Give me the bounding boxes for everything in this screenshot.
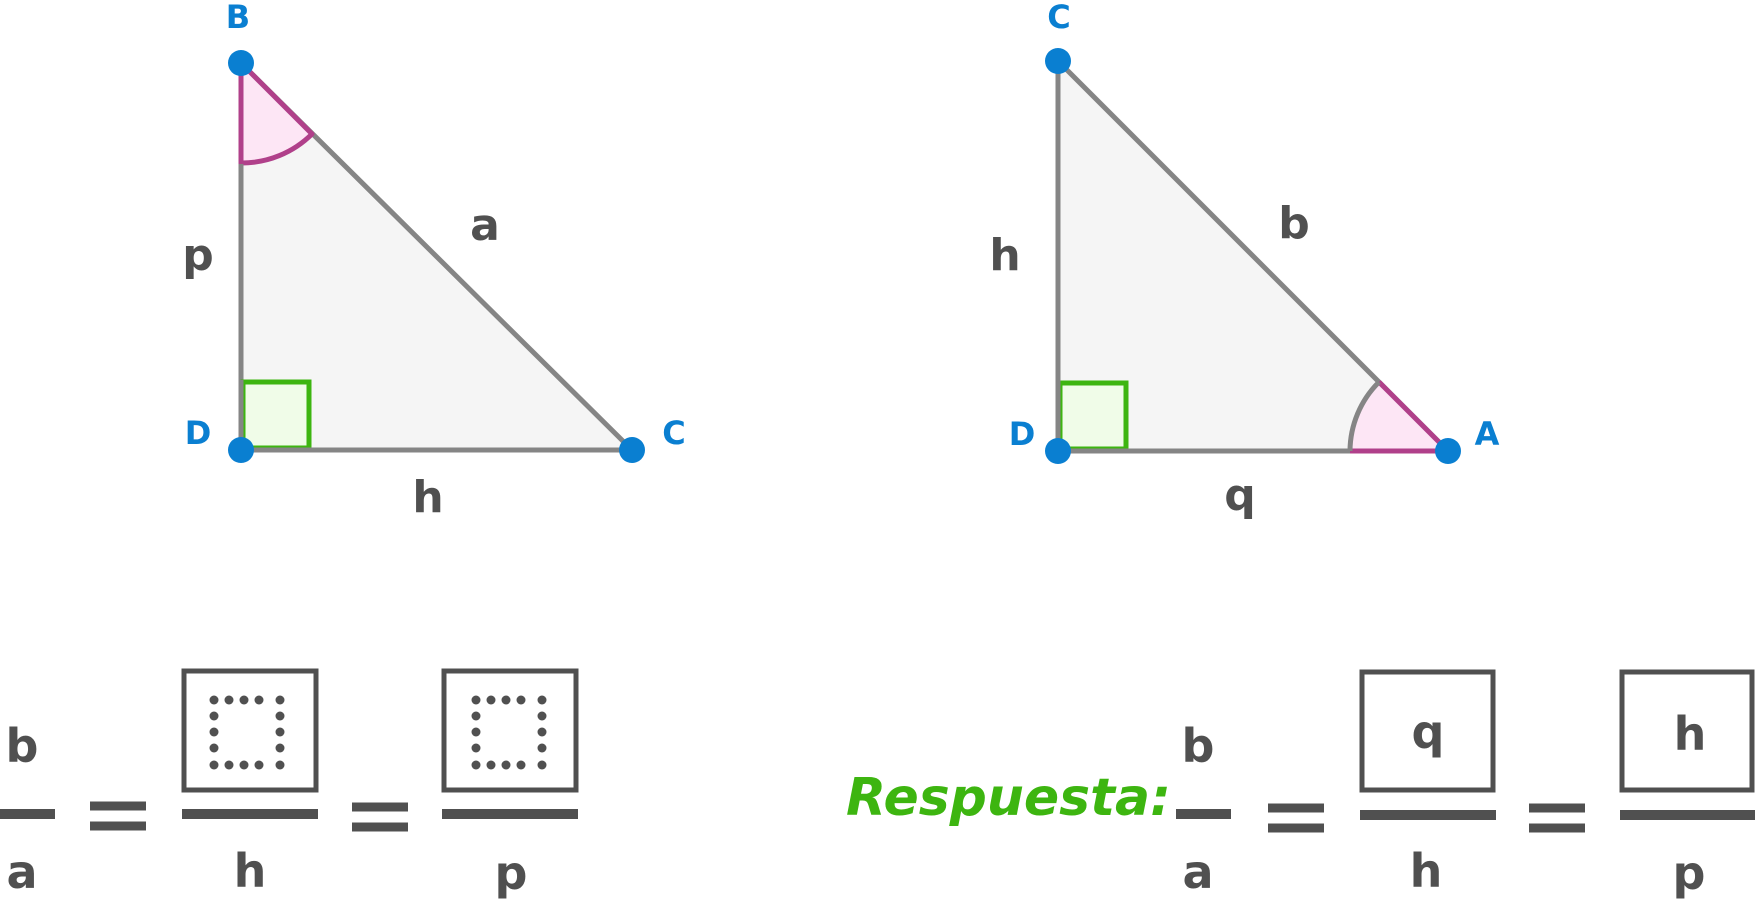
question-frac2-denominator: h (234, 844, 267, 898)
side-label-a: a (470, 200, 500, 251)
question-equals-sign-1 (90, 801, 146, 831)
question-frac2-answer-box[interactable] (181, 668, 319, 793)
question-frac1-denominator: a (6, 845, 37, 899)
answer-frac3-denominator: p (1673, 846, 1706, 900)
question-frac3-placeholder-dots (471, 695, 547, 770)
triangle-cda: C D A h b q (989, 0, 1499, 521)
vertex-b (228, 50, 254, 76)
side-label-p: p (182, 230, 214, 281)
vertex-label-c1: C (662, 414, 685, 452)
triangle-bdc: B D C p a h (182, 0, 685, 523)
right-angle-marker-d1 (240, 379, 312, 451)
angle-marker-b (241, 63, 312, 164)
answer-equation: Respuesta: b a q h h p (846, 669, 1755, 900)
vertex-c1 (619, 437, 645, 463)
question-frac3-denominator: p (495, 846, 528, 900)
vertex-label-a: A (1475, 415, 1500, 453)
vertex-d2 (1045, 438, 1071, 464)
question-frac1-numerator: b (6, 719, 39, 773)
vertex-a (1435, 438, 1461, 464)
answer-frac3-box (1619, 669, 1755, 793)
question-frac3-answer-box[interactable] (441, 668, 579, 793)
vertex-label-c2: C (1047, 0, 1070, 36)
answer-equals-sign-1 (1268, 803, 1324, 833)
vertex-label-d2: D (1009, 415, 1036, 453)
answer-frac1-denominator: a (1182, 845, 1213, 899)
angle-arc-a (1347, 380, 1381, 452)
side-label-q: q (1224, 470, 1256, 521)
answer-equals-sign-2 (1529, 803, 1585, 833)
side-label-b: b (1278, 198, 1310, 249)
question-equals-sign-2 (352, 802, 408, 832)
angle-arc-b (238, 60, 315, 166)
vertex-label-b: B (226, 0, 250, 36)
vertex-d1 (228, 437, 254, 463)
vertex-label-d1: D (185, 414, 212, 452)
question-equation: b a h (0, 668, 579, 900)
angle-marker-a (1350, 382, 1448, 451)
answer-label: Respuesta: (846, 768, 1171, 828)
answer-frac1-numerator: b (1182, 719, 1215, 773)
question-frac2-placeholder-dots (209, 695, 285, 770)
side-label-h1: h (412, 472, 443, 523)
side-label-h2: h (989, 230, 1020, 281)
answer-frac2-numerator: q (1412, 705, 1445, 759)
answer-frac3-numerator: h (1674, 707, 1707, 761)
vertex-c2 (1045, 48, 1071, 74)
answer-frac2-box (1359, 669, 1496, 793)
answer-frac2-denominator: h (1410, 844, 1443, 898)
right-angle-marker-d2 (1057, 380, 1129, 452)
angle-side-a-hyp (1377, 380, 1450, 453)
